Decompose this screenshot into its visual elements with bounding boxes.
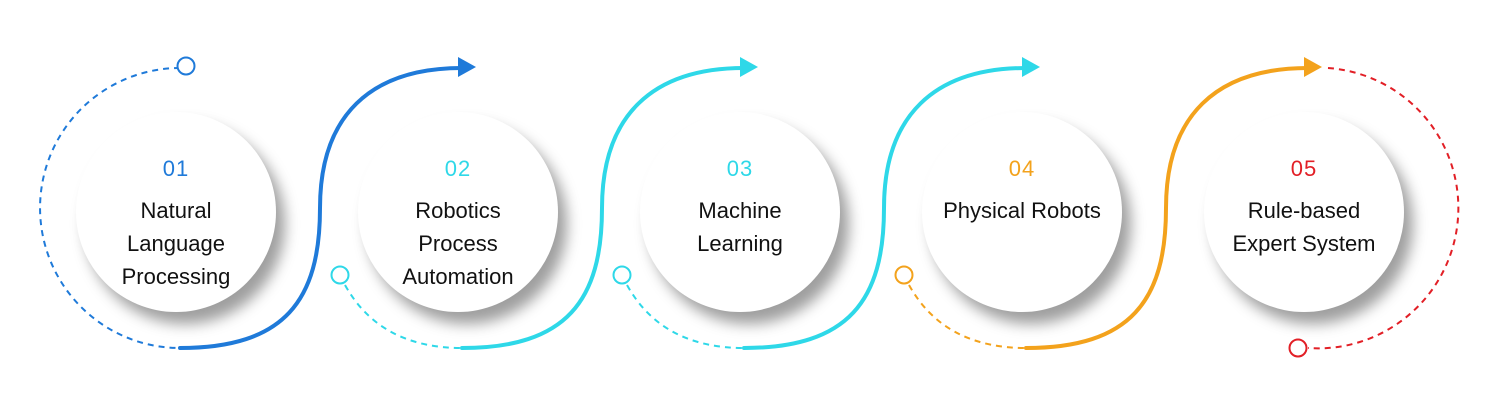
- step-label: Natural Language Processing: [121, 198, 231, 289]
- start-marker-2: [330, 265, 350, 285]
- solid-connector-3: [742, 66, 1028, 350]
- dashed-connector-4: [908, 284, 1027, 349]
- step-5: 05 Rule-based Expert System: [1204, 112, 1404, 312]
- start-marker-3: [612, 265, 632, 285]
- arrow-head-1: [458, 57, 476, 77]
- arrow-head-2: [740, 57, 758, 77]
- step-number: 01: [162, 156, 190, 181]
- arrow-head-3: [1022, 57, 1040, 77]
- solid-connector-4: [1024, 66, 1310, 350]
- step-number: 04: [1008, 156, 1036, 181]
- start-marker-1: [176, 56, 196, 76]
- dashed-connector-2: [344, 284, 463, 349]
- step-label: Rule-based Expert System: [1232, 198, 1376, 256]
- dashed-connector-3: [626, 284, 745, 349]
- solid-connector-2: [460, 66, 746, 350]
- step-number: 03: [726, 156, 754, 181]
- solid-connector-1: [178, 66, 464, 350]
- step-4: 04 Physical Robots: [922, 112, 1122, 312]
- end-marker-5: [1288, 338, 1308, 358]
- step-label: Physical Robots: [943, 198, 1101, 223]
- step-label: Machine Learning: [697, 198, 783, 256]
- step-2: 02 Robotics Process Automation: [358, 112, 558, 312]
- arrow-head-4: [1304, 57, 1322, 77]
- step-3: 03 Machine Learning: [640, 112, 840, 312]
- dashed-connector-1: [39, 67, 181, 349]
- step-1: 01 Natural Language Processing: [76, 112, 276, 312]
- dashed-connector-5: [1307, 67, 1460, 350]
- start-marker-4: [894, 265, 914, 285]
- step-label: Robotics Process Automation: [402, 198, 514, 289]
- step-number: 05: [1290, 156, 1318, 181]
- step-number: 02: [444, 156, 472, 181]
